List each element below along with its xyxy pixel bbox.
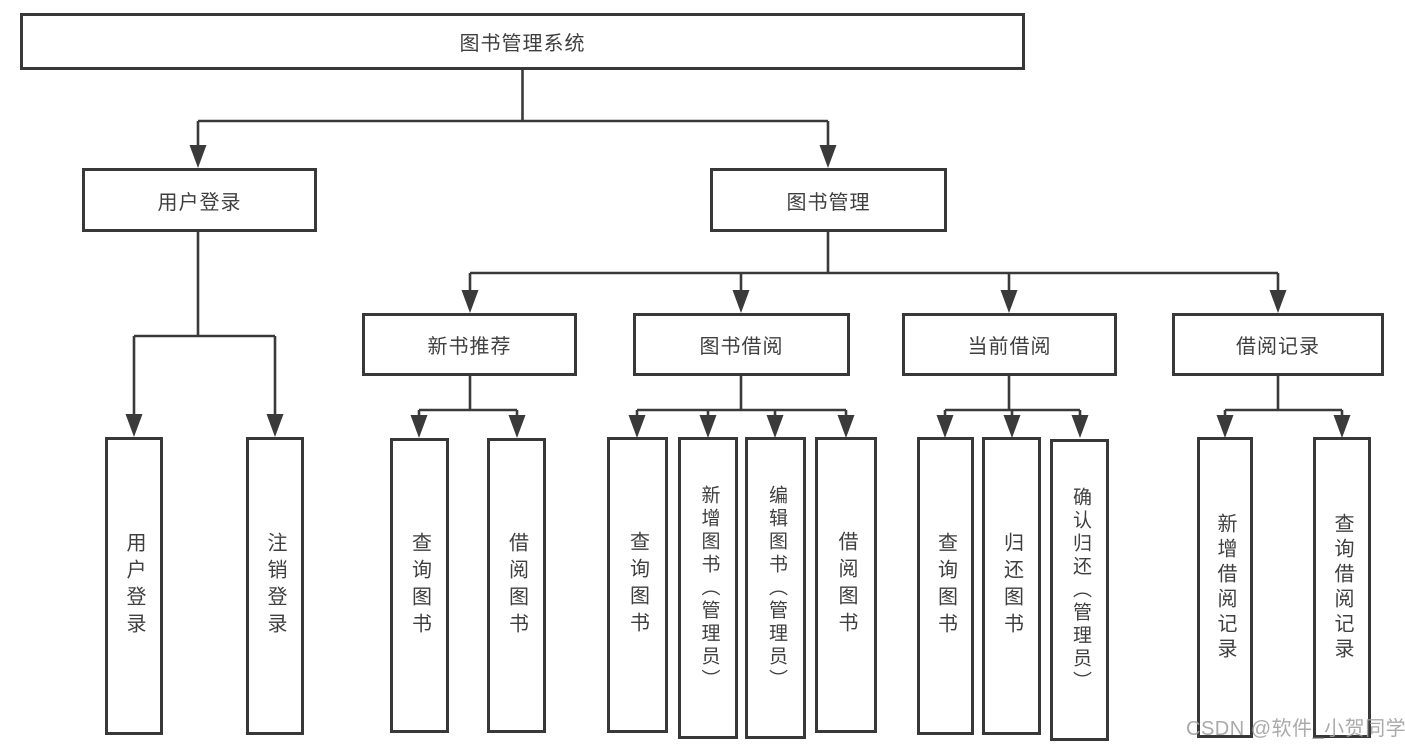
leaf-user-login: 用户登录 [105,437,163,735]
node-root-label: 图书管理系统 [459,33,586,55]
leaf-borrow-borrow-book: 借阅图书 [815,437,877,733]
leaf-borrow-query-book-label: 查询图书 [626,531,649,639]
leaf-query-borrow-record: 查询借阅记录 [1313,437,1371,738]
arrowheads [125,145,1351,438]
leaf-recommend-query-book: 查询图书 [390,438,449,733]
node-current-borrow: 当前借阅 [902,313,1117,376]
node-new-book-recommend: 新书推荐 [362,313,577,376]
csdn-watermark: CSDN @软件_小贺同学 [1186,718,1405,740]
leaf-add-borrow-record: 新增借阅记录 [1197,437,1253,738]
node-book-management-label: 图书管理 [786,191,871,214]
node-book-borrow-label: 图书借阅 [699,336,784,358]
leaf-borrow-borrow-book-label: 借阅图书 [835,531,857,639]
node-current-borrow-label: 当前借阅 [967,336,1052,358]
leaf-recommend-borrow-book: 借阅图书 [487,438,546,733]
leaf-recommend-borrow-book-label: 借阅图书 [505,531,528,640]
leaf-logout-login: 注销登录 [246,437,304,735]
leaf-current-confirm-return-admin: 确认归还（管理员） [1050,439,1109,741]
leaf-borrow-edit-book-admin-label: 编辑图书（管理员） [765,484,787,692]
leaf-current-query-book: 查询图书 [917,437,974,735]
node-root-library-system: 图书管理系统 [20,13,1025,70]
node-user-login: 用户登录 [82,168,317,232]
leaf-query-borrow-record-label: 查询借阅记录 [1331,512,1353,663]
leaf-borrow-query-book: 查询图书 [607,437,668,733]
leaf-recommend-query-book-label: 查询图书 [408,531,431,640]
node-book-borrow: 图书借阅 [633,313,850,376]
node-book-management: 图书管理 [710,168,947,232]
leaf-borrow-add-book-admin: 新增图书（管理员） [678,437,738,739]
node-user-login-label: 用户登录 [157,191,242,214]
node-borrow-records-label: 借阅记录 [1236,336,1320,358]
leaf-borrow-add-book-admin-label: 新增图书（管理员） [698,484,720,692]
leaf-user-login-label: 用户登录 [123,532,145,640]
node-borrow-records: 借阅记录 [1172,313,1384,376]
leaf-logout-login-label: 注销登录 [264,532,286,640]
leaf-current-confirm-return-admin-label: 确认归还（管理员） [1069,486,1091,694]
leaf-borrow-edit-book-admin: 编辑图书（管理员） [745,437,806,739]
leaf-current-return-book-label: 归还图书 [1000,532,1023,640]
leaf-current-query-book-label: 查询图书 [934,532,957,640]
node-new-book-recommend-label: 新书推荐 [427,336,512,358]
leaf-add-borrow-record-label: 新增借阅记录 [1214,512,1236,663]
leaf-current-return-book: 归还图书 [982,437,1041,735]
